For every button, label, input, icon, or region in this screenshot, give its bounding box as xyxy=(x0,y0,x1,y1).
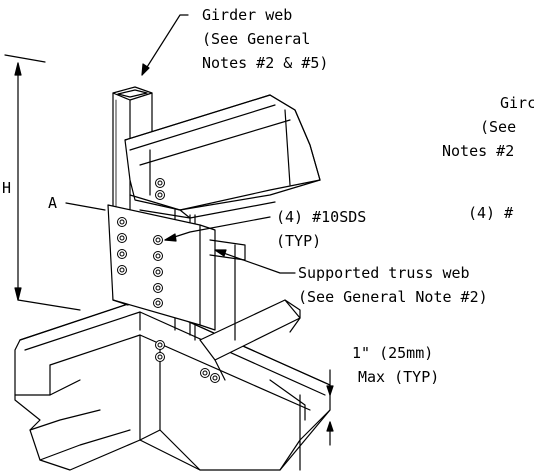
screw-plate-right-5 xyxy=(153,298,163,308)
gap-label-2: Max (TYP) xyxy=(358,368,439,386)
leader-girder-web xyxy=(141,14,189,76)
dimension-gap xyxy=(326,369,334,446)
leader-truss-web xyxy=(214,249,296,274)
screw-plate-right-2 xyxy=(153,251,163,261)
bottom-chord xyxy=(14,299,331,471)
right-cut-label-3: Notes #2 xyxy=(442,142,514,160)
screws-label-2: (TYP) xyxy=(276,232,321,250)
screw-plate-right-3 xyxy=(153,267,163,277)
leader-a xyxy=(65,202,106,211)
right-cut-label-2: (See xyxy=(480,118,516,136)
arrow-girder-web xyxy=(141,63,150,76)
top-chord xyxy=(124,94,321,219)
truss-web-label-1: Supported truss web xyxy=(298,264,470,282)
dimension-h-label: H xyxy=(2,179,11,197)
screws-label-1: (4) #10SDS xyxy=(276,208,366,226)
screw-plate-left-1 xyxy=(117,217,127,227)
dimension-h xyxy=(4,54,81,311)
screw-plate-right-1 xyxy=(153,235,163,245)
screw-top-chord-1 xyxy=(155,178,165,188)
screw-bottom-2 xyxy=(155,352,165,362)
screw-plate-right-4 xyxy=(153,283,163,293)
screws xyxy=(117,178,220,383)
screw-plate-left-4 xyxy=(117,265,127,275)
screw-bottom-1 xyxy=(155,340,165,350)
right-cut-label-1: Girc xyxy=(500,94,534,112)
gusset-plate xyxy=(107,204,216,331)
arrow-truss-web xyxy=(214,249,227,257)
truss-web-label-2: (See General Note #2) xyxy=(298,288,488,306)
callout-a-label: A xyxy=(48,194,57,212)
gap-label-1: 1" (25mm) xyxy=(352,344,433,362)
girder-web-label-2: (See General xyxy=(202,30,310,48)
diagonal-web-member xyxy=(199,299,301,381)
screw-top-chord-2 xyxy=(155,190,165,200)
screw-plate-left-3 xyxy=(117,249,127,259)
girder-web-label-3: Notes #2 & #5) xyxy=(202,54,328,72)
screw-plate-left-2 xyxy=(117,233,127,243)
leaders xyxy=(65,14,296,274)
screw-bottom-3 xyxy=(200,368,210,378)
arrow-screws xyxy=(164,233,177,242)
girder-web-label-1: Girder web xyxy=(202,6,292,24)
right-cut-label-4: (4) # xyxy=(468,204,513,222)
screw-bottom-4 xyxy=(210,373,220,383)
